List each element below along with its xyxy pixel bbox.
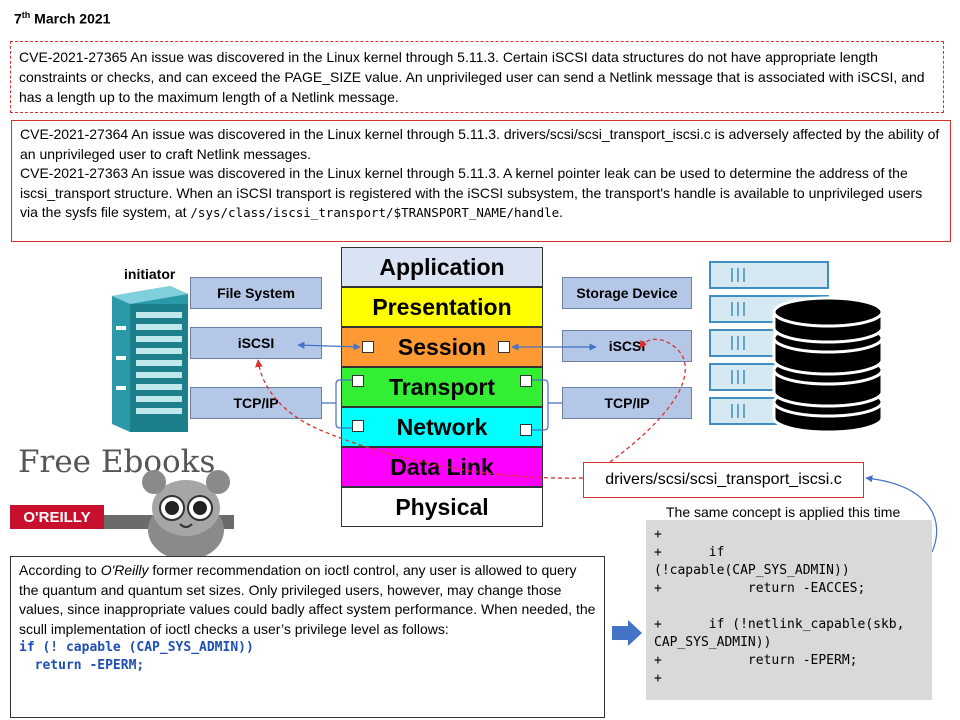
oreilly-logo: O'REILLY <box>10 505 104 529</box>
patch-code-box: + + if (!capable(CAP_SYS_ADMIN)) + retur… <box>646 520 932 700</box>
cve-27363-text: CVE-2021-27363 An issue was discovered i… <box>20 165 923 220</box>
osi-layer-network: Network <box>341 407 543 447</box>
transport-right-port <box>520 375 532 387</box>
tarsier-icon <box>142 470 230 560</box>
initiator-server-icon <box>112 286 188 432</box>
drivers-to-right-iscsi-arrow <box>609 338 686 463</box>
same-concept-caption: The same concept is applied this time <box>666 504 901 520</box>
oreilly-ioctl-box: According to O'Reilly former recommendat… <box>10 556 605 718</box>
file-system-box: File System <box>190 277 322 309</box>
cve-27364-text: CVE-2021-27364 An issue was discovered i… <box>20 126 940 162</box>
drivers-file-label: drivers/scsi/scsi_transport_iscsi.c <box>583 462 864 498</box>
code-to-drivers-arrow <box>865 475 938 553</box>
session-left-port <box>362 341 374 353</box>
left-tcpip-transport-link <box>322 379 352 404</box>
network-left-port <box>352 420 364 432</box>
eperm-return-code: return -EPERM; <box>19 658 145 673</box>
drivers-to-left-iscsi-arrow <box>255 359 584 479</box>
database-icon <box>772 296 884 434</box>
cve-27364-27363-box: CVE-2021-27364 An issue was discovered i… <box>11 120 951 242</box>
storage-device-box: Storage Device <box>562 277 692 309</box>
left-tcpip-box: TCP/IP <box>190 387 322 419</box>
left-iscsi-session-arrow <box>297 341 361 351</box>
osi-layer-session: Session <box>341 327 543 367</box>
osi-layer-physical: Physical <box>341 487 543 527</box>
osi-layer-presentation: Presentation <box>341 287 543 327</box>
cve-27365-box: CVE-2021-27365 An issue was discovered i… <box>10 41 944 113</box>
network-right-port <box>520 424 532 436</box>
osi-layer-application: Application <box>341 247 543 287</box>
session-right-port <box>498 341 510 353</box>
osi-layer-data-link: Data Link <box>341 447 543 487</box>
free-ebooks-title: Free Ebooks <box>18 444 216 480</box>
right-tcpip-transport-link <box>532 379 562 404</box>
oreilly-text: According to O'Reilly former recommendat… <box>19 562 596 637</box>
right-arrow-icon <box>612 620 642 646</box>
right-tcpip-network-link <box>532 403 549 431</box>
left-tcpip-network-link <box>335 403 352 429</box>
right-tcpip-box: TCP/IP <box>562 387 692 419</box>
sysfs-path: /sys/class/iscsi_transport/$TRANSPORT_NA… <box>190 205 560 220</box>
capable-check-code: if (! capable (CAP_SYS_ADMIN)) <box>19 640 254 655</box>
osi-layer-transport: Transport <box>341 367 543 407</box>
date-label: 7th March 2021 <box>14 10 111 27</box>
transport-left-port <box>352 375 364 387</box>
initiator-label: initiator <box>124 266 176 282</box>
